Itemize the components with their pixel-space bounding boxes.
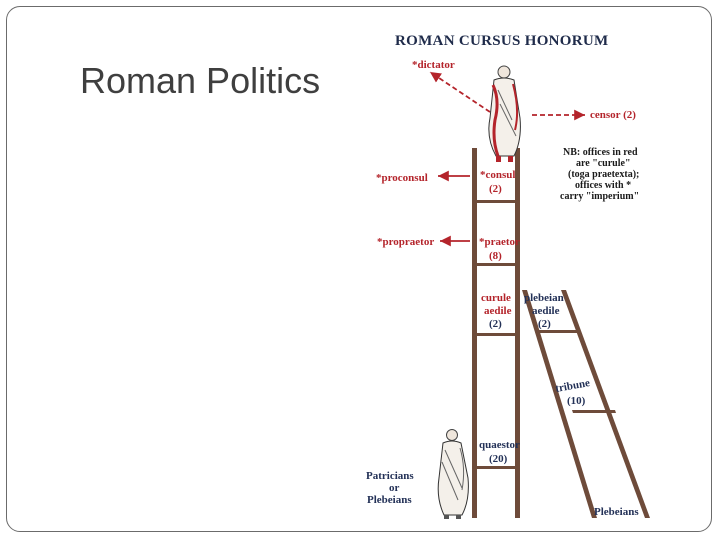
main-ladder-left-pole <box>472 148 477 518</box>
label-praetor-count: (8) <box>489 250 502 262</box>
plebeian-ladder-right-pole <box>561 290 650 518</box>
plebeian-ladder-left-pole <box>522 290 597 518</box>
label-plebeians-right: Plebeians <box>594 506 639 518</box>
label-dictator: *dictator <box>412 59 455 71</box>
note-line-3: (toga praetexta); <box>568 169 639 180</box>
label-censor: censor (2) <box>590 109 636 121</box>
label-quaestor-count: (20) <box>489 453 508 465</box>
slide-title: Roman Politics <box>80 60 321 101</box>
note-line-5: carry "imperium" <box>560 191 639 202</box>
label-patricians: Patricians <box>366 470 414 482</box>
label-tribune-count: (10) <box>567 395 586 407</box>
label-aedile-plebeian: aedile <box>532 305 560 317</box>
label-aedile-curule: aedile <box>484 305 512 317</box>
label-proconsul: *proconsul <box>376 172 428 184</box>
rung-quaestor <box>477 466 515 469</box>
label-quaestor: quaestor <box>479 439 520 451</box>
note-line-2: are "curule" <box>576 158 631 169</box>
note-line-4: offices with * <box>575 180 631 191</box>
label-praetor: *praetor <box>479 236 520 248</box>
note-line-1: NB: offices in red <box>563 147 638 158</box>
rung-plebeian-aedile <box>538 330 578 333</box>
label-tribune: tribune <box>554 377 591 395</box>
label-propraetor: *propraetor <box>377 236 434 248</box>
rung-tribune <box>572 410 616 413</box>
diagram-title: ROMAN CURSUS HONORUM <box>395 33 609 49</box>
toga-figure-top-icon <box>488 65 521 162</box>
label-aedile-plebeian-count: (2) <box>538 318 551 330</box>
rung-consul <box>477 200 515 203</box>
slide-frame <box>6 6 712 532</box>
main-ladder-right-pole <box>515 148 520 518</box>
label-aedile-curule-count: (2) <box>489 318 502 330</box>
label-or: or <box>389 482 400 494</box>
label-curule: curule <box>481 292 511 304</box>
rung-praetor <box>477 263 515 266</box>
label-plebeians-left: Plebeians <box>367 494 412 506</box>
toga-figure-bottom-icon <box>437 429 469 519</box>
rung-aedile <box>477 333 515 336</box>
arrow-to-dictator <box>429 71 491 113</box>
label-consul: *consul <box>480 169 515 181</box>
label-consul-count: (2) <box>489 183 502 195</box>
label-plebeian: plebeian <box>524 292 564 304</box>
